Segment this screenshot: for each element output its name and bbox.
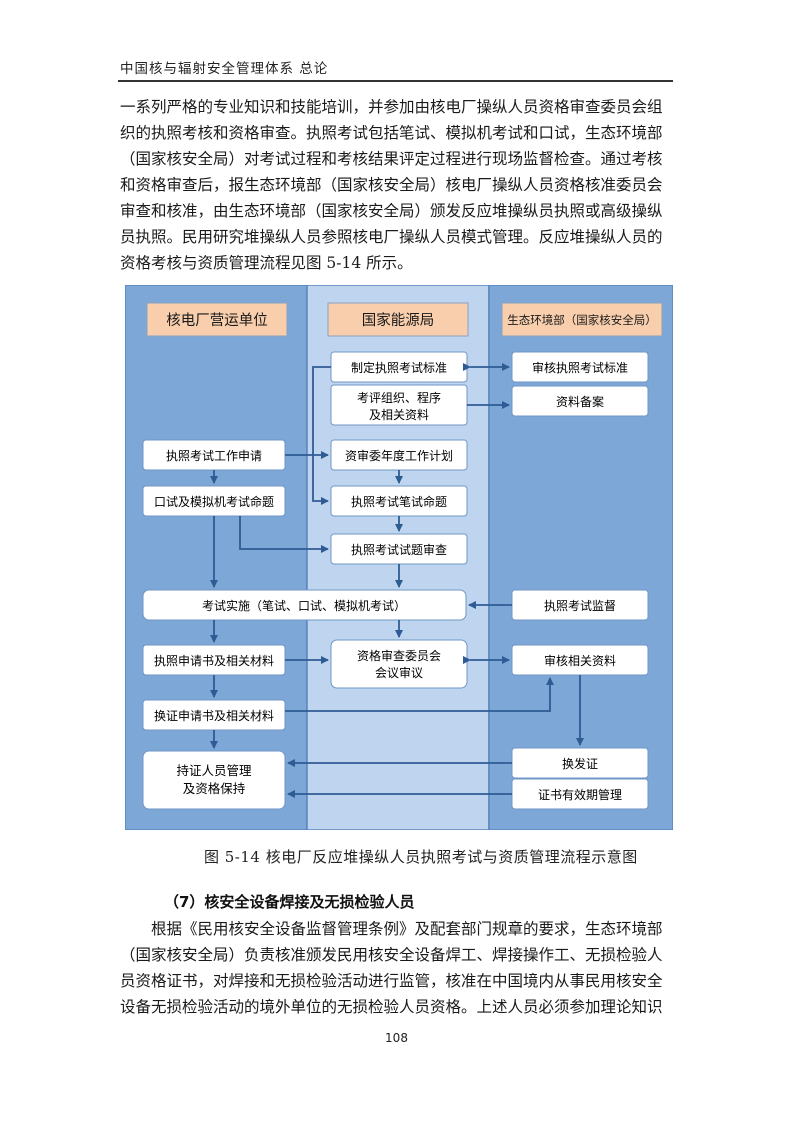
- text-exam-supervision: 执照考试监督: [544, 598, 616, 613]
- body-line: （国家核安全局）负责核准颁发民用核安全设备焊工、焊接操作工、无损检验人: [120, 946, 663, 964]
- text-review-exam-standard: 审核执照考试标准: [532, 360, 628, 375]
- text-assessment-org-2: 及相关资料: [369, 408, 429, 422]
- header-operator: 核电厂营运单位: [166, 312, 268, 329]
- box-review-exam-standard: [511, 351, 649, 383]
- body-line: 根据《民用核安全设备监督管理条例》及配套部门规章的要求，生态环境部: [151, 920, 663, 938]
- text-holder-management-1: 持证人员管理: [176, 763, 252, 778]
- figure-caption: 图 5-14 核电厂反应堆操纵人员执照考试与资质管理流程示意图: [204, 848, 638, 866]
- intro-line: 审查和核准，由生态环境部（国家核安全局）颁发反应堆操纵员执照或高级操纵: [120, 202, 663, 220]
- text-written-exam: 执照考试笔试命题: [351, 494, 447, 509]
- intro-paragraph: 一系列严格的专业知识和技能培训，并参加由核电厂操纵人员资格审查委员会组 织的执照…: [120, 94, 675, 276]
- text-validity-management: 证书有效期管理: [538, 787, 622, 802]
- arrow-oral-to-review: [239, 516, 329, 553]
- arrow-renewal-to-review: [285, 677, 554, 712]
- text-exam-implementation: 考试实施（笔试、口试、模拟机考试）: [202, 598, 406, 613]
- text-renewal-application: 换证申请书及相关材料: [154, 709, 274, 723]
- box-holder-management: [142, 750, 286, 810]
- text-assessment-org-1: 考评组织、程序: [357, 390, 441, 405]
- lane-operator: [125, 285, 308, 830]
- header-environment: 生态环境部（国家核安全局）: [507, 313, 657, 327]
- text-set-exam-standard: 制定执照考试标准: [351, 360, 447, 375]
- text-exam-review: 执照考试试题审查: [351, 542, 447, 557]
- text-review-materials: 审核相关资料: [544, 653, 616, 668]
- text-reissue: 换发证: [562, 756, 598, 771]
- intro-line: 织的执照考核和资格审查。执照考试包括笔试、模拟机考试和口试，生态环境部: [120, 124, 663, 142]
- header-box-operator: [146, 302, 288, 337]
- arrow-standard-to-written: [312, 366, 331, 505]
- box-exam-implementation: [142, 589, 467, 621]
- intro-line: （国家核安全局）对考试过程和考核结果评定过程进行现场监督检查。通过考核: [120, 150, 663, 168]
- box-committee-review: [330, 639, 468, 689]
- text-oral-sim-exam: 口试及模拟机考试命题: [154, 494, 274, 509]
- intro-line: 资格考核与资质管理流程见图 5-14 所示。: [120, 254, 413, 272]
- text-archive: 资料备案: [556, 394, 604, 409]
- flowchart: 核电厂营运单位 国家能源局 生态环境部（国家核安全局） 制定执照考试标准 考评组…: [125, 285, 673, 830]
- intro-line: 和资格审查后，报生态环境部（国家核安全局）核电厂操纵人员资格核准委员会: [120, 176, 663, 194]
- text-holder-management-2: 及资格保持: [183, 781, 246, 796]
- text-license-application: 执照申请书及相关材料: [154, 654, 274, 668]
- text-exam-application: 执照考试工作申请: [166, 448, 262, 463]
- body-line: 员资格证书，对焊接和无损检验活动进行监管，核准在中国境内从事民用核安全: [120, 972, 663, 990]
- page-number: 108: [385, 1031, 408, 1045]
- intro-line: 一系列严格的专业知识和技能培训，并参加由核电厂操纵人员资格审查委员会组: [120, 98, 663, 116]
- header-rule: [118, 80, 673, 82]
- body-line: 设备无损检验活动的境外单位的无损检验人员资格。上述人员必须参加理论知识: [120, 998, 663, 1016]
- body-paragraph: 根据《民用核安全设备监督管理条例》及配套部门规章的要求，生态环境部 （国家核安全…: [120, 916, 675, 1020]
- header-energy-admin: 国家能源局: [362, 312, 435, 329]
- text-committee-review-2: 会议审议: [375, 665, 423, 680]
- text-committee-review-1: 资格审查委员会: [357, 648, 441, 663]
- section-heading: （7）核安全设备焊接及无损检验人员: [164, 893, 415, 911]
- intro-line: 员执照。民用研究堆操纵人员参照核电厂操纵人员模式管理。反应堆操纵人员的: [120, 228, 663, 246]
- running-header: 中国核与辐射安全管理体系 总论: [120, 61, 329, 77]
- header-box-energy-admin: [327, 302, 469, 337]
- header-box-environment: [501, 302, 663, 337]
- box-archive: [511, 385, 649, 417]
- text-annual-plan: 资审委年度工作计划: [345, 448, 453, 463]
